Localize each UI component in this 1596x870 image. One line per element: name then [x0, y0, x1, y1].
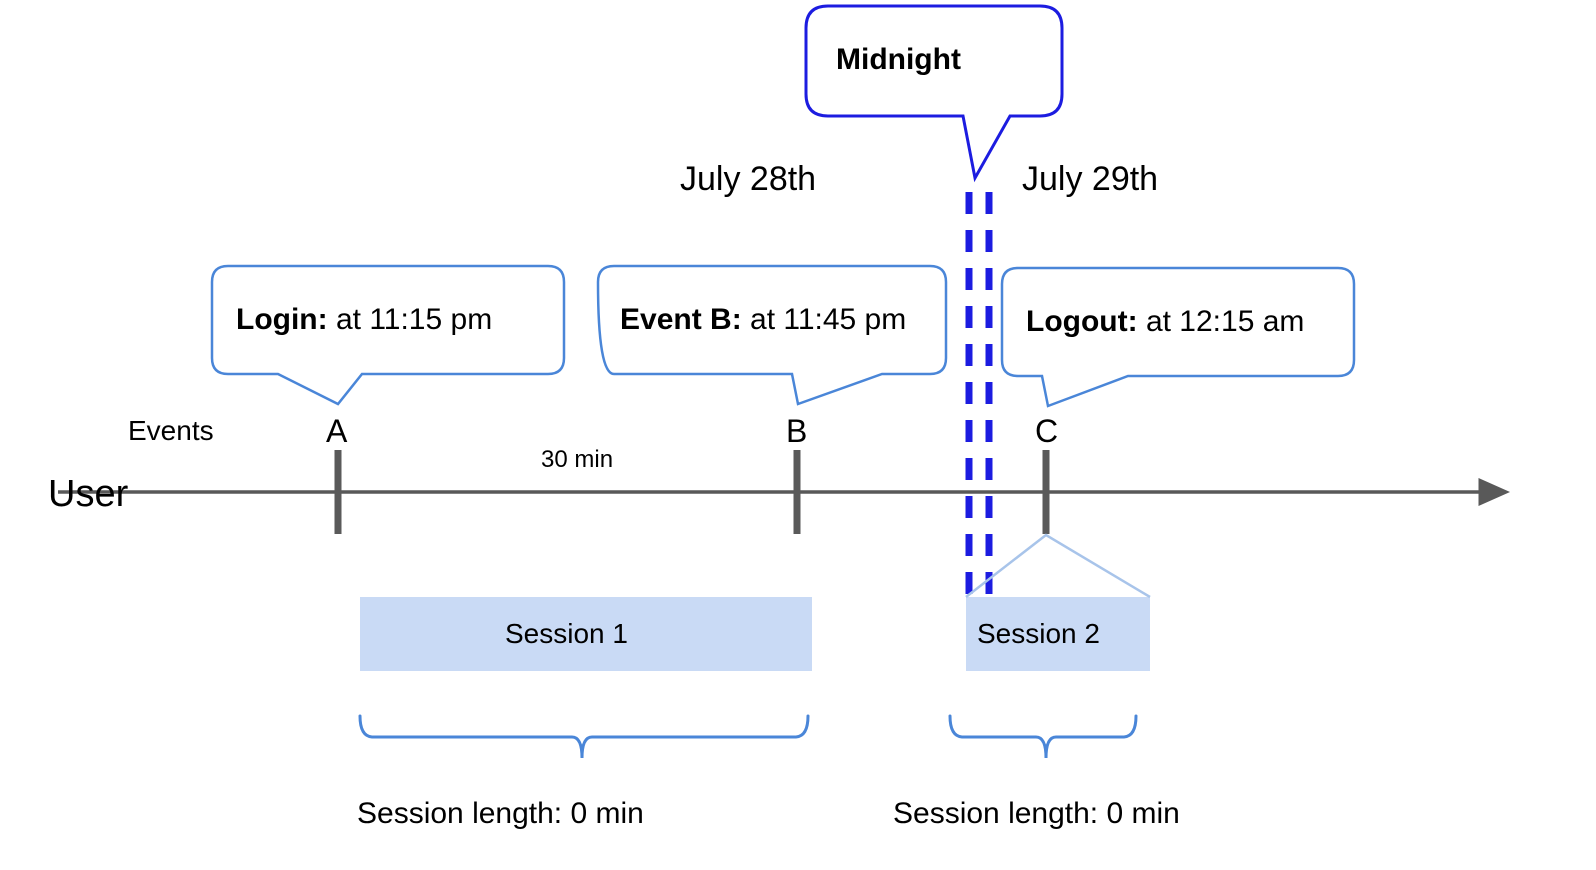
user-row-label: User	[48, 473, 129, 515]
logout-callout-bold: Logout:	[1026, 305, 1138, 338]
event-b-callout-bold: Event B:	[620, 303, 742, 336]
logout-callout-text: Logout: at 12:15 am	[1026, 307, 1304, 337]
marker-label-a: A	[326, 413, 348, 449]
event-b-callout-shape	[596, 264, 948, 406]
login-callout-shape	[210, 264, 566, 406]
date-label-left: July 28th	[680, 160, 817, 198]
midnight-label: Midnight	[836, 43, 961, 76]
session-2-label: Session 2	[977, 618, 1100, 649]
marker-label-c: C	[1035, 413, 1059, 449]
events-row-label: Events	[128, 415, 214, 446]
session-2-length-label: Session length: 0 min	[893, 797, 1180, 830]
session-1-bar	[360, 597, 812, 671]
midnight-callout-shape	[804, 4, 1064, 183]
date-label-right: July 29th	[1022, 160, 1159, 198]
login-callout-bold: Login:	[236, 303, 328, 336]
event-b-callout-rest: at 11:45 pm	[741, 303, 907, 336]
session-2-connector	[965, 533, 1151, 599]
session-1-label: Session 1	[505, 618, 628, 649]
session-2-bar	[966, 597, 1150, 671]
marker-label-b: B	[786, 413, 808, 449]
logout-callout-shape	[1000, 266, 1356, 408]
login-callout-text: Login: at 11:15 pm	[236, 305, 492, 335]
logout-callout-rest: at 12:15 am	[1137, 305, 1305, 338]
login-callout-rest: at 11:15 pm	[327, 303, 493, 336]
session-2-brace	[948, 714, 1138, 759]
duration-label: 30 min	[541, 446, 614, 473]
event-b-callout-text: Event B: at 11:45 pm	[620, 305, 906, 335]
session-1-brace	[358, 714, 810, 759]
session-1-length-label: Session length: 0 min	[357, 797, 644, 830]
